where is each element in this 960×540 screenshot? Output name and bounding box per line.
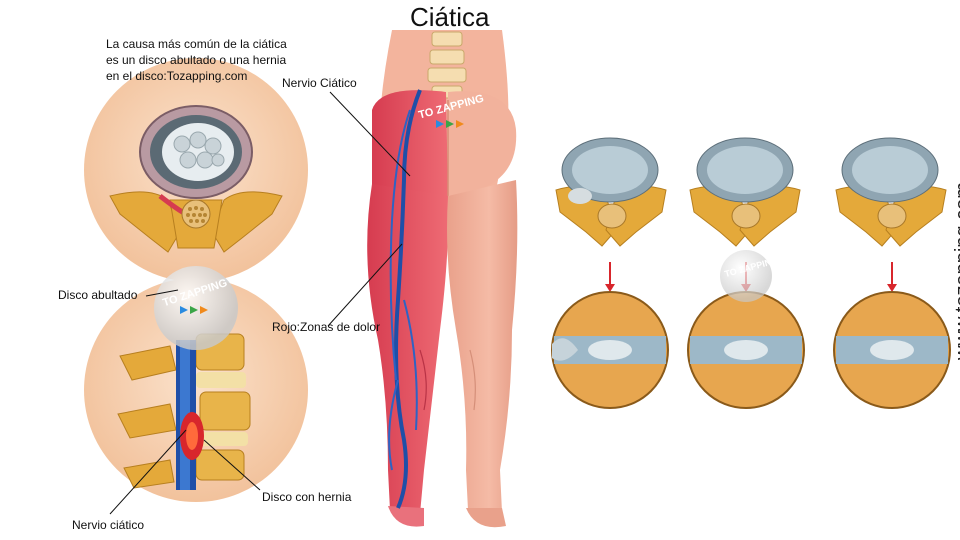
intro-text: La causa más común de la ciática es un d… [106, 36, 287, 84]
intro-line-3: en el disco:Tozapping.com [106, 69, 248, 83]
side-watermark-text: www.tozapping.com [952, 182, 960, 360]
human-back-view [367, 30, 518, 528]
leader-lines [109, 91, 411, 515]
top-vertebra-sphere [84, 58, 308, 282]
label-disco-hernia: Disco con hernia [262, 490, 352, 504]
label-rojo-zonas: Rojo:Zonas de dolor [272, 320, 381, 334]
watermark-bubble-left: TO ZAPPING [154, 266, 238, 350]
bottom-spine-sphere [84, 278, 308, 502]
disc-stage-2: TO ZAPPING [687, 137, 805, 409]
label-disco-abultado: Disco abultado [58, 288, 138, 302]
intro-line-1: La causa más común de la ciática [106, 37, 287, 51]
label-nervio-ciatico-top: Nervio Ciático [282, 76, 357, 90]
page-title: Ciática [410, 2, 490, 32]
disc-stage-3 [833, 137, 951, 409]
label-nervio-ciatico-bottom: Nervio ciático [72, 518, 145, 532]
disc-stage-1 [551, 137, 669, 409]
intro-line-2: es un disco abultado o una hernia [106, 53, 287, 67]
side-watermark: www.tozapping.com [930, 182, 960, 360]
